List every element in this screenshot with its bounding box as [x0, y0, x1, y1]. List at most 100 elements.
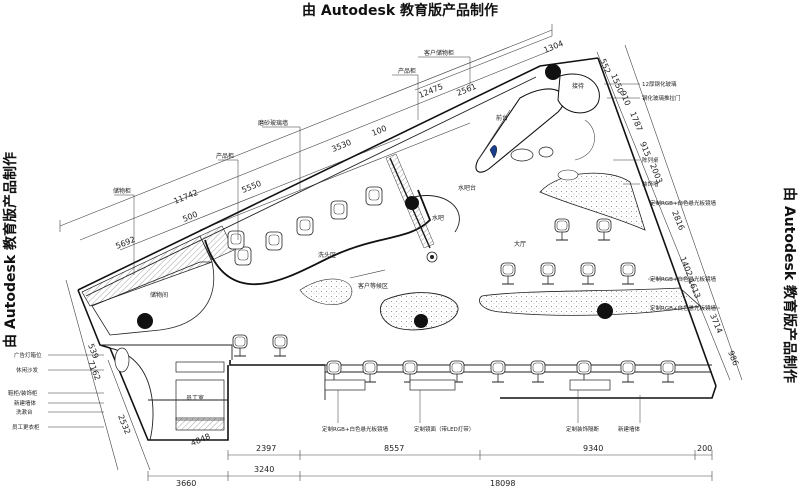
label-r-mirror-3: 定制RGB+白色悬光板镜墙 — [650, 304, 716, 312]
label-storage-room: 储物间 — [150, 291, 168, 299]
dim-539: 539 — [86, 342, 100, 360]
label-sink: 洗漱台 — [16, 408, 33, 416]
waiting-sofa — [379, 292, 459, 331]
dim-3660: 3660 — [176, 479, 196, 488]
hall-middle-mirror — [479, 287, 701, 316]
shampoo-basin-2 — [265, 231, 283, 251]
hall-chair-a1 — [554, 218, 570, 241]
marker-dot — [414, 314, 428, 328]
dim-3530: 3530 — [330, 138, 352, 154]
bottom-chair-4 — [362, 360, 378, 383]
dim-5692: 5692 — [114, 235, 136, 251]
hall-chair-b1 — [500, 262, 516, 285]
marker-dot — [597, 303, 613, 319]
dimension-lines-left — [65, 279, 151, 471]
label-waiting-area: 客户等候区 — [358, 282, 388, 290]
marker-dot — [545, 64, 561, 80]
shampoo-partition — [204, 189, 432, 286]
label-product-cabinet-1: 产品柜 — [398, 67, 416, 75]
hall-chair-b4 — [620, 262, 636, 285]
bottom-chair-3 — [326, 360, 342, 383]
bottom-chair-1 — [232, 334, 248, 357]
label-r-mirror-2: 定制RGB+白色悬光板镜墙 — [650, 275, 716, 283]
shampoo-basin-4 — [330, 200, 348, 220]
rest-sofa — [114, 347, 130, 373]
dim-11742: 11742 — [172, 188, 199, 206]
glass-door-arc — [574, 119, 595, 161]
bottom-chair-8 — [530, 360, 546, 383]
dim-3240: 3240 — [254, 465, 274, 474]
label-front-desk: 前台 — [496, 114, 508, 122]
front-desk-inner — [477, 109, 511, 161]
label-r-decor-wall: 装饰墙 — [642, 180, 659, 188]
bottom-chair-11 — [660, 360, 676, 383]
dim-12475: 12475 — [417, 82, 444, 100]
staff-wardrobe — [175, 417, 225, 431]
marker-dot — [405, 196, 419, 210]
front-desk-stool-1 — [510, 148, 534, 162]
label-r-display: 陈列桌 — [642, 156, 659, 164]
watermark-top: 由 Autodesk 教育版产品制作 — [301, 3, 499, 19]
label-r-mirror-1: 定制RGB+白色悬光板镜墙 — [650, 199, 716, 207]
label-water-bar: 水吧台 — [458, 184, 476, 192]
label-b-new-wall: 新建墙体 — [618, 425, 641, 433]
label-product-cabinet-2: 产品柜 — [216, 152, 234, 160]
dim-986: 986 — [726, 349, 740, 367]
dim-9340: 9340 — [583, 444, 603, 453]
hall-chair-b3 — [580, 262, 596, 285]
label-b-mirror-2: 定制镜面（带LED灯带） — [414, 425, 474, 433]
dim-1402: 1402 — [678, 255, 694, 277]
shampoo-basin-5 — [365, 186, 383, 206]
dim-18098: 18098 — [490, 479, 515, 488]
water-bar-counter — [409, 195, 460, 233]
reception-pod — [557, 73, 600, 114]
inner-walls — [85, 76, 712, 401]
dim-2397: 2397 — [256, 444, 276, 453]
bottom-chair-7 — [490, 360, 506, 383]
label-r-glass-door: 钢化玻璃推拉门 — [642, 94, 681, 102]
dimension-lines-bottom — [147, 450, 713, 481]
label-b-mirror-3: 定制装饰隔断 — [566, 425, 600, 433]
hall-chair-a2 — [596, 218, 612, 241]
label-r-glass-wall: 12厚钢化玻璃 — [642, 80, 677, 88]
shampoo-basin-3 — [296, 216, 314, 236]
dim-100: 100 — [370, 124, 388, 138]
label-b-mirror-1: 定制RGB+白色悬光板镜墙 — [322, 425, 388, 433]
label-shampoo-area: 洗头区 — [318, 251, 336, 259]
front-desk — [475, 88, 565, 173]
dim-7162: 7162 — [86, 359, 102, 381]
outer-walls — [77, 57, 717, 441]
label-staff-room: 员工室 — [186, 394, 204, 402]
staff-counter — [175, 361, 225, 373]
shampoo-basin-1 — [234, 246, 252, 266]
leader-lines — [48, 56, 720, 428]
dim-1787: 1787 — [628, 110, 644, 132]
dim-2561: 2561 — [455, 82, 477, 98]
dim-915: 915 — [638, 140, 652, 158]
hall-chair-b2 — [540, 262, 556, 285]
bottom-chair-2 — [272, 334, 288, 357]
label-water-bar-room: 水吧 — [432, 214, 444, 222]
bottom-chair-10 — [620, 360, 636, 383]
dimension-lines-right — [596, 44, 743, 381]
storage-cabinet-hatch — [81, 235, 213, 307]
label-customer-locker: 客户储物柜 — [424, 49, 454, 57]
label-reception: 接待 — [572, 82, 584, 90]
label-ad-light-box: 广告灯箱位 — [14, 351, 42, 359]
storage-room-wall — [91, 261, 215, 336]
label-new-hedge: 新建墙体 — [14, 399, 37, 407]
label-staff-wardrobe: 员工更衣柜 — [12, 423, 40, 431]
waiting-rug — [299, 278, 353, 305]
dim-200: 200 — [697, 444, 712, 453]
dim-8557: 8557 — [384, 444, 404, 453]
dim-5550: 5550 — [240, 179, 262, 195]
label-frosted-glass-wall: 磨砂玻璃墙 — [258, 119, 288, 127]
dimension-text-bottom: 2397 8557 9340 200 3660 3240 18098 — [176, 444, 712, 488]
label-storage-cabinet: 储物柜 — [113, 187, 131, 195]
dim-1304: 1304 — [542, 39, 564, 55]
bottom-chair-6 — [449, 360, 465, 383]
bottom-chair-5 — [402, 360, 418, 383]
label-shoe-cabinet: 鞋柜/装饰柜 — [8, 389, 38, 397]
front-desk-stool-2 — [538, 146, 554, 158]
